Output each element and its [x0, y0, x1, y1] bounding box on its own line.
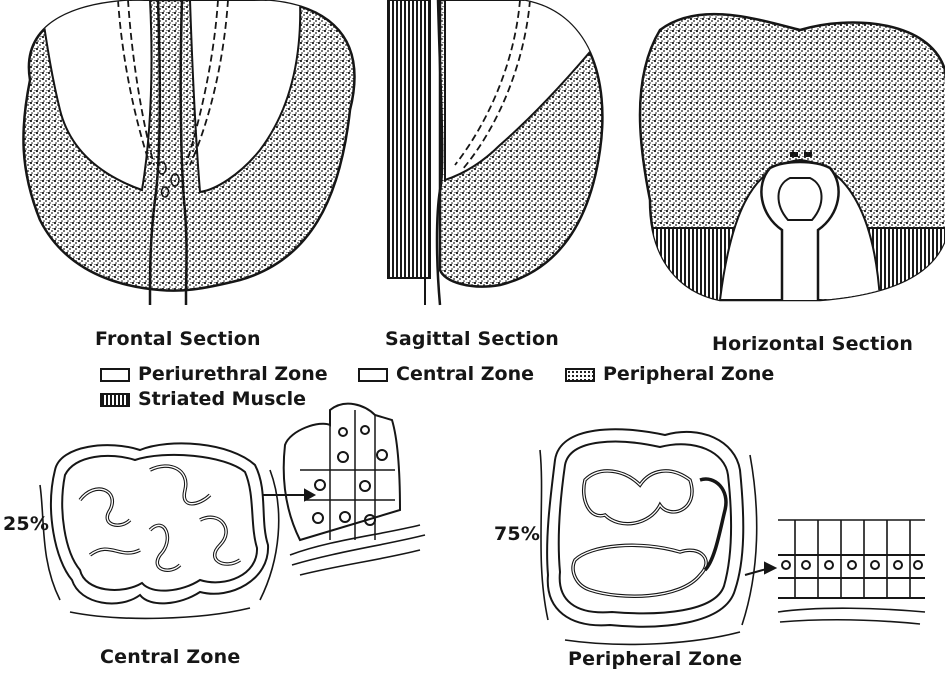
- peripheral-zone-caption: Peripheral Zone: [568, 650, 742, 669]
- frontal-section-label: Frontal Section: [95, 330, 261, 349]
- legend-striated-muscle: Striated Muscle: [100, 390, 306, 409]
- legend-peripheral-label: Peripheral Zone: [603, 365, 774, 384]
- horizontal-section-label: Horizontal Section: [712, 335, 913, 354]
- sagittal-section-drawing: [388, 0, 602, 305]
- legend-peripheral: Peripheral Zone: [565, 365, 774, 384]
- legend-periurethral: Periurethral Zone: [100, 365, 328, 384]
- central-zone-percent: 25%: [3, 515, 49, 534]
- central-swatch: [358, 368, 388, 382]
- peripheral-zone-gland-drawing: [540, 429, 925, 644]
- legend-periurethral-label: Periurethral Zone: [138, 365, 328, 384]
- legend-striated-label: Striated Muscle: [138, 390, 306, 409]
- horizontal-section-drawing: [640, 14, 945, 308]
- central-zone-caption: Central Zone: [100, 648, 240, 667]
- legend-central: Central Zone: [358, 365, 534, 384]
- striated-muscle-swatch: [100, 393, 130, 407]
- periurethral-swatch: [100, 368, 130, 382]
- frontal-section-drawing: [23, 0, 354, 305]
- central-zone-gland-drawing: [40, 404, 425, 619]
- legend-central-label: Central Zone: [396, 365, 534, 384]
- peripheral-swatch: [565, 368, 595, 382]
- sagittal-section-label: Sagittal Section: [385, 330, 559, 349]
- peripheral-zone-percent: 75%: [494, 525, 540, 544]
